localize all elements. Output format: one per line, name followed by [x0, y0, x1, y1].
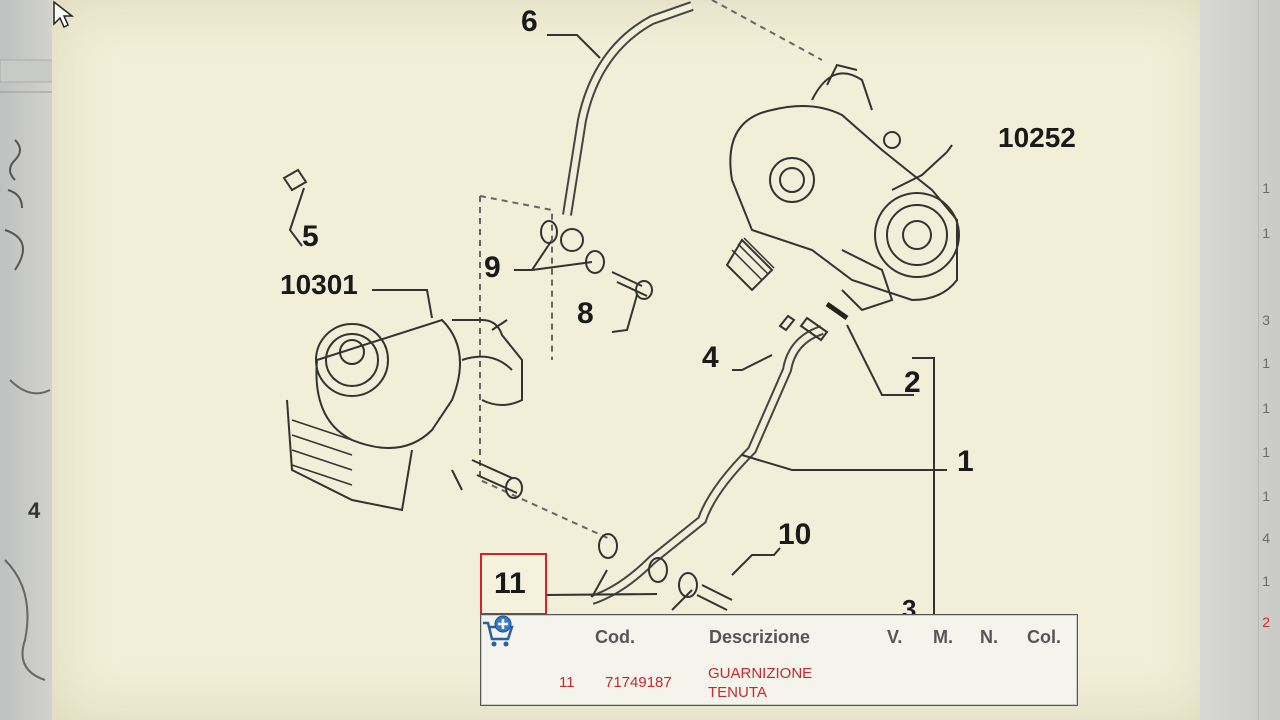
right-parts-list-panel: 1 1 3 1 1 1 1 4 1 2: [1200, 0, 1280, 720]
add-to-cart-icon[interactable]: [481, 615, 515, 649]
list-qty: 4: [1262, 530, 1270, 546]
callout-1[interactable]: 1: [957, 445, 974, 478]
callout-2[interactable]: 2: [904, 366, 921, 399]
list-qty: 1: [1262, 573, 1270, 589]
list-qty: 1: [1262, 488, 1270, 504]
list-qty: 1: [1262, 400, 1270, 416]
header-col: Col.: [1027, 627, 1061, 647]
diagram-lines: [282, 0, 960, 620]
exploded-parts-diagram: 6 5 9 8 10301 10252 4 2 1 10 3 11 Cod. D…: [52, 0, 1212, 720]
list-qty: 1: [1262, 180, 1270, 196]
callout-10301[interactable]: 10301: [280, 269, 358, 300]
part-info-popup: Cod. Descrizione V. M. N. Col. 11 717491…: [480, 614, 1078, 706]
row-number: 11: [559, 674, 575, 691]
list-qty: 1: [1262, 225, 1270, 241]
header-cod: Cod.: [595, 627, 635, 647]
mouse-cursor-icon: [53, 0, 74, 29]
callout-4[interactable]: 4: [702, 341, 719, 374]
callout-11-label: 11: [494, 567, 526, 600]
list-qty: 1: [1262, 444, 1270, 460]
row-code: 71749187: [605, 674, 672, 691]
row-description-line1: GUARNIZIONE: [708, 665, 813, 682]
column-divider: [1258, 0, 1259, 720]
selected-callout-11[interactable]: 11: [480, 553, 547, 615]
left-panel: 4: [0, 0, 60, 720]
callout-10[interactable]: 10: [778, 518, 812, 551]
left-callout-number: 4: [28, 498, 41, 523]
list-qty: 3: [1262, 312, 1270, 328]
callout-10252[interactable]: 10252: [998, 122, 1076, 153]
header-n: N.: [980, 627, 998, 647]
list-qty: 1: [1262, 355, 1270, 371]
row-description-line2: TENUTA: [708, 684, 767, 701]
header-descrizione: Descrizione: [709, 627, 811, 647]
header-m: M.: [933, 627, 953, 647]
header-v: V.: [887, 627, 903, 647]
callout-6[interactable]: 6: [521, 5, 538, 38]
callout-5[interactable]: 5: [302, 220, 319, 253]
callout-8[interactable]: 8: [577, 297, 594, 330]
left-panel-drawing: [0, 59, 60, 681]
callout-9[interactable]: 9: [484, 251, 501, 284]
list-qty: 2: [1262, 614, 1270, 630]
